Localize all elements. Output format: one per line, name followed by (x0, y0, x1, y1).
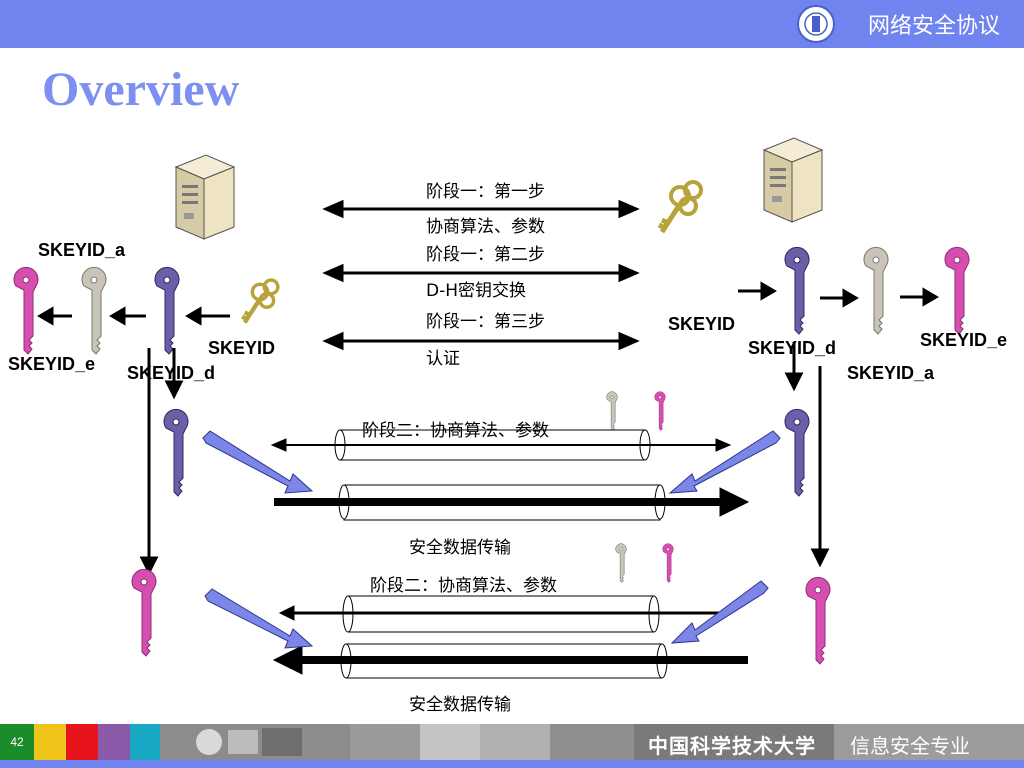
university-name: 中国科学技术大学 (648, 734, 816, 758)
right-skeyid-label: SKEYID (668, 314, 736, 334)
page-number: 42 (0, 724, 34, 760)
phase2-small-pink-key-icon (654, 391, 666, 431)
right-skeyid-a-label: SKEYID_a (847, 363, 935, 383)
footer-bar (0, 724, 1024, 768)
purple-key-icon (784, 408, 810, 497)
phase1-step1-desc: 协商算法、参数 (426, 217, 545, 237)
slide-title: Overview (42, 63, 240, 116)
purple-key-icon (154, 266, 180, 355)
phase2-negotiate-label-2: 阶段二：协商算法、参数 (370, 576, 557, 596)
major-name: 信息安全专业 (850, 734, 970, 758)
ike-diagram (13, 137, 970, 679)
data-transfer-label-2: 安全数据传输 (409, 695, 511, 715)
right-skeyid-d-label: SKEYID_d (748, 338, 837, 358)
phase1-step3-label: 阶段一：第三步 (426, 312, 545, 332)
pink-key-icon (13, 266, 39, 355)
gray-key-icon (81, 266, 107, 355)
phase2-small-gray-key-icon (615, 543, 627, 583)
left-skeyid-a-label: SKEYID_a (38, 240, 126, 260)
phase1-step1-label: 阶段一：第一步 (426, 182, 545, 202)
purple-key-icon (784, 246, 810, 335)
blue-arrow-icon (668, 430, 781, 494)
phase2-small-pink-key-icon (662, 543, 674, 583)
pink-key-icon (944, 246, 970, 335)
phase1-step2-desc: D-H密钥交换 (426, 281, 527, 301)
phase2-small-gray-key-icon (606, 391, 618, 431)
purple-key-icon (163, 408, 189, 497)
blue-arrow-icon (670, 580, 769, 644)
university-logo-icon (797, 5, 835, 43)
right-skeyid-e-label: SKEYID_e (920, 330, 1008, 350)
phase2-negotiate-label-1: 阶段二：协商算法、参数 (362, 421, 549, 441)
header-bar (0, 0, 1024, 48)
gold-key-icon (242, 280, 278, 323)
phase1-step2-label: 阶段一：第二步 (426, 245, 545, 265)
left-skeyid-label: SKEYID (208, 338, 276, 358)
blue-arrow-icon (202, 430, 314, 494)
right-server-icon (763, 137, 823, 223)
gold-key-icon (659, 182, 701, 232)
data-transfer-label-1: 安全数据传输 (409, 538, 511, 558)
pink-key-icon (131, 568, 157, 657)
left-skeyid-e-label: SKEYID_e (8, 354, 96, 374)
gray-key-icon (863, 246, 889, 335)
pink-key-icon (805, 576, 831, 665)
left-server-icon (175, 154, 235, 240)
phase1-step3-desc: 认证 (426, 349, 460, 369)
course-title: 网络安全协议 (867, 14, 1000, 39)
blue-arrow-icon (204, 588, 314, 649)
left-skeyid-d-label: SKEYID_d (127, 363, 216, 383)
